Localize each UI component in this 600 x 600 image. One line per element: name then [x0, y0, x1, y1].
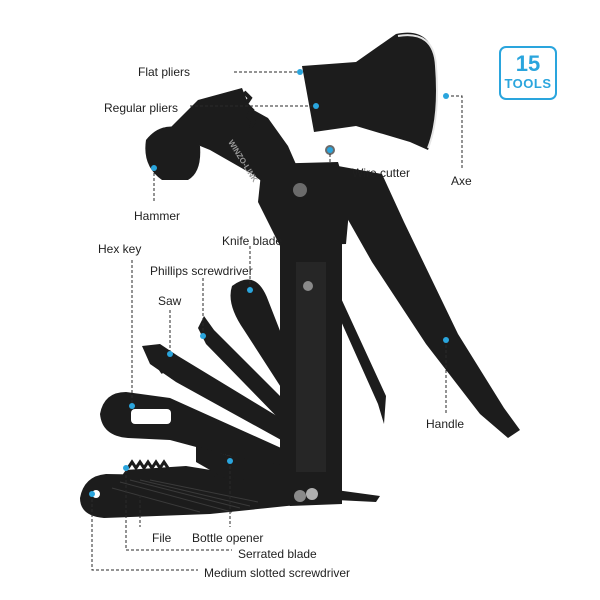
saw-tool: [142, 344, 300, 446]
label-handle: Handle: [426, 417, 465, 431]
file-texture: [111, 479, 259, 513]
label-medium-slotted-screwdriver: Medium slotted screwdriver: [204, 566, 351, 580]
tool-fan: [80, 279, 312, 518]
label-wire-cutter: Wire cutter: [352, 166, 411, 180]
label-bottle-opener: Bottle opener: [192, 531, 264, 545]
handle-lever: [338, 166, 520, 438]
body-screw: [303, 281, 313, 291]
label-hammer: Hammer: [134, 209, 181, 223]
callout-lines: [91, 71, 463, 571]
serrated-edge: [126, 459, 170, 471]
hex-key-cutout: [131, 409, 171, 424]
label-knife-blade: Knife blade: [222, 234, 283, 248]
pivot-screw: [293, 183, 307, 197]
callout-dots: [89, 69, 449, 497]
hex-key-tool: [100, 392, 290, 470]
phillips-tool: [198, 316, 296, 424]
bottom-screw: [294, 490, 306, 502]
axe-edge: [397, 34, 438, 149]
label-flat-pliers: Flat pliers: [138, 65, 191, 79]
lanyard-clip: [336, 490, 380, 502]
pliers-jaw-teeth: [242, 90, 257, 130]
label-file: File: [152, 531, 172, 545]
body-inlay: [296, 262, 326, 472]
label-serrated-blade: Serrated blade: [238, 547, 317, 561]
pivot-plate: [258, 162, 350, 246]
bottom-rivet: [306, 488, 318, 500]
label-saw: Saw: [158, 294, 182, 308]
axe-head: [302, 32, 437, 150]
tools-count: 15: [515, 51, 541, 76]
label-regular-pliers: Regular pliers: [104, 101, 179, 115]
handle-spring: [336, 296, 386, 424]
tools-count-badge: 15 TOOLS: [499, 46, 557, 100]
label-axe: Axe: [451, 174, 472, 188]
saw-teeth: [156, 365, 244, 413]
label-hex-key: Hex key: [98, 242, 142, 256]
tools-count-unit: TOOLS: [504, 76, 552, 91]
hammer-head: [145, 126, 201, 180]
label-phillips-screwdriver: Phillips screwdriver: [150, 264, 253, 278]
